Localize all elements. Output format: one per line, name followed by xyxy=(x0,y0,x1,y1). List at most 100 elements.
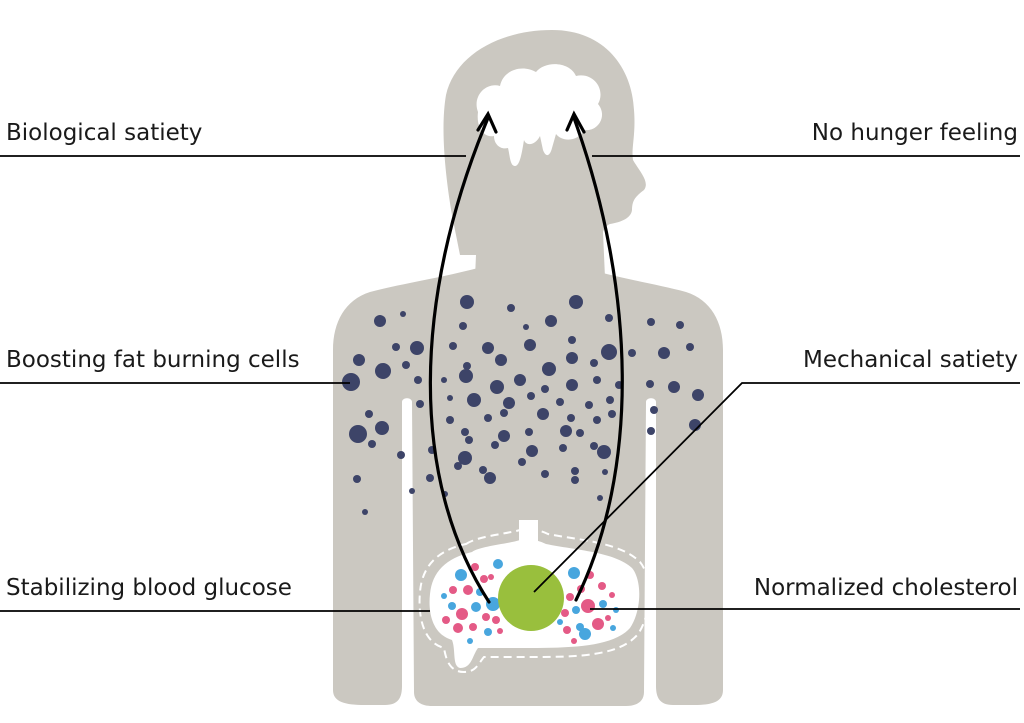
stomach-particle xyxy=(557,619,563,625)
stomach-particle xyxy=(492,616,500,624)
fat-cell-dot xyxy=(416,400,424,408)
stomach-particle xyxy=(566,593,574,601)
stomach-particle xyxy=(469,623,477,631)
fat-cell-dot xyxy=(465,436,473,444)
stomach-particle xyxy=(598,582,606,590)
fat-cell-dot xyxy=(647,318,655,326)
stomach-particle xyxy=(563,626,571,634)
stomach-particle xyxy=(441,593,447,599)
fat-cell-dot xyxy=(523,324,529,330)
fat-cell-dot xyxy=(447,395,453,401)
stomach-particle xyxy=(442,616,450,624)
fat-cell-dot xyxy=(460,295,474,309)
arrow-right-head xyxy=(565,110,586,134)
stomach-particle xyxy=(471,602,481,612)
label-stabilizing-blood-glucose: Stabilizing blood glucose xyxy=(6,575,292,601)
stomach-outline xyxy=(418,528,650,674)
fat-cell-dot xyxy=(518,458,526,466)
fat-cell-dot xyxy=(490,380,504,394)
fat-cell-dot xyxy=(449,342,457,350)
fat-cell-dot xyxy=(646,380,654,388)
stomach-particle xyxy=(471,563,479,571)
stomach-particle xyxy=(456,608,468,620)
satiety-arrows xyxy=(428,110,624,604)
label-boosting-fat-burning: Boosting fat burning cells xyxy=(6,347,300,373)
fat-cell-dot xyxy=(590,359,598,367)
fat-cell-dot xyxy=(375,363,391,379)
fat-cell-dot xyxy=(342,373,360,391)
fat-cell-dot xyxy=(525,428,533,436)
arrow-left-curve xyxy=(428,116,491,604)
label-normalized-cholesterol: Normalized cholesterol xyxy=(753,575,1018,601)
fat-cell-dot xyxy=(458,451,472,465)
fat-cell-dot xyxy=(571,467,579,475)
fat-cell-dot xyxy=(567,414,575,422)
fat-cell-dot xyxy=(597,445,611,459)
stomach-particle xyxy=(488,574,494,580)
fat-cell-dot xyxy=(498,430,510,442)
fat-cell-dot xyxy=(479,466,487,474)
fat-cell-dot xyxy=(692,389,704,401)
stomach-particle xyxy=(463,585,473,595)
fat-cell-dot xyxy=(541,470,549,478)
fat-cell-dot xyxy=(676,321,684,329)
stomach-particle xyxy=(599,600,607,608)
fat-cell-dot xyxy=(409,488,415,494)
stomach-particle xyxy=(609,592,615,598)
fat-cell-dot xyxy=(576,429,584,437)
stomach-particle xyxy=(605,615,611,621)
fat-cell-dot xyxy=(495,354,507,366)
fat-cell-dot xyxy=(606,396,614,404)
fat-cell-dot xyxy=(375,421,389,435)
fat-cell-dot xyxy=(568,336,576,344)
fat-cell-dot xyxy=(410,341,424,355)
fat-cell-dot xyxy=(362,509,368,515)
fat-cell-dot xyxy=(353,475,361,483)
label-biological-satiety: Biological satiety xyxy=(6,120,203,146)
fat-cell-dot xyxy=(392,343,400,351)
fat-cell-dot xyxy=(658,347,670,359)
stomach-particle xyxy=(497,628,503,634)
arrow-left-head xyxy=(476,110,498,134)
stomach-particle xyxy=(561,609,569,617)
fat-cell-dot xyxy=(467,393,481,407)
fat-cell-dot xyxy=(459,322,467,330)
fat-cell-dot xyxy=(590,442,598,450)
fat-cell-dot xyxy=(556,398,564,406)
fat-cell-dot xyxy=(484,472,496,484)
fat-cell-dot xyxy=(526,445,538,457)
fat-cell-dot xyxy=(514,374,526,386)
esophagus xyxy=(519,520,538,545)
fat-cell-dot xyxy=(527,392,535,400)
stomach-particle xyxy=(448,602,456,610)
brain-icon xyxy=(476,64,603,166)
fat-cell-dot xyxy=(605,314,613,322)
stomach-particle xyxy=(482,613,490,621)
fat-cell-dot xyxy=(500,409,508,417)
fat-cell-dot xyxy=(459,369,473,383)
fat-cell-dot xyxy=(524,339,536,351)
stomach-particle xyxy=(581,599,595,613)
fat-cell-dot xyxy=(463,362,471,370)
stomach-particle xyxy=(467,638,473,644)
fat-cell-dot xyxy=(566,352,578,364)
stomach-particle xyxy=(610,625,616,631)
fat-cell-dot xyxy=(647,427,655,435)
fat-cell-dot xyxy=(560,425,572,437)
fat-cell-dot xyxy=(608,410,616,418)
fat-cell-dot xyxy=(349,425,367,443)
fiber-ball xyxy=(498,565,564,631)
stomach-particle xyxy=(572,606,580,614)
fat-cell-dot xyxy=(426,474,434,482)
stomach-particle xyxy=(493,559,503,569)
fat-cell-dot xyxy=(545,315,557,327)
fat-cell-dot xyxy=(400,311,406,317)
fat-cell-dot xyxy=(397,451,405,459)
fat-cell-dot xyxy=(569,295,583,309)
fat-cell-dot xyxy=(571,476,579,484)
stomach-particle xyxy=(480,575,488,583)
fat-cell-dot xyxy=(368,440,376,448)
fat-cell-dot xyxy=(597,495,603,501)
fat-cell-dot xyxy=(441,377,447,383)
